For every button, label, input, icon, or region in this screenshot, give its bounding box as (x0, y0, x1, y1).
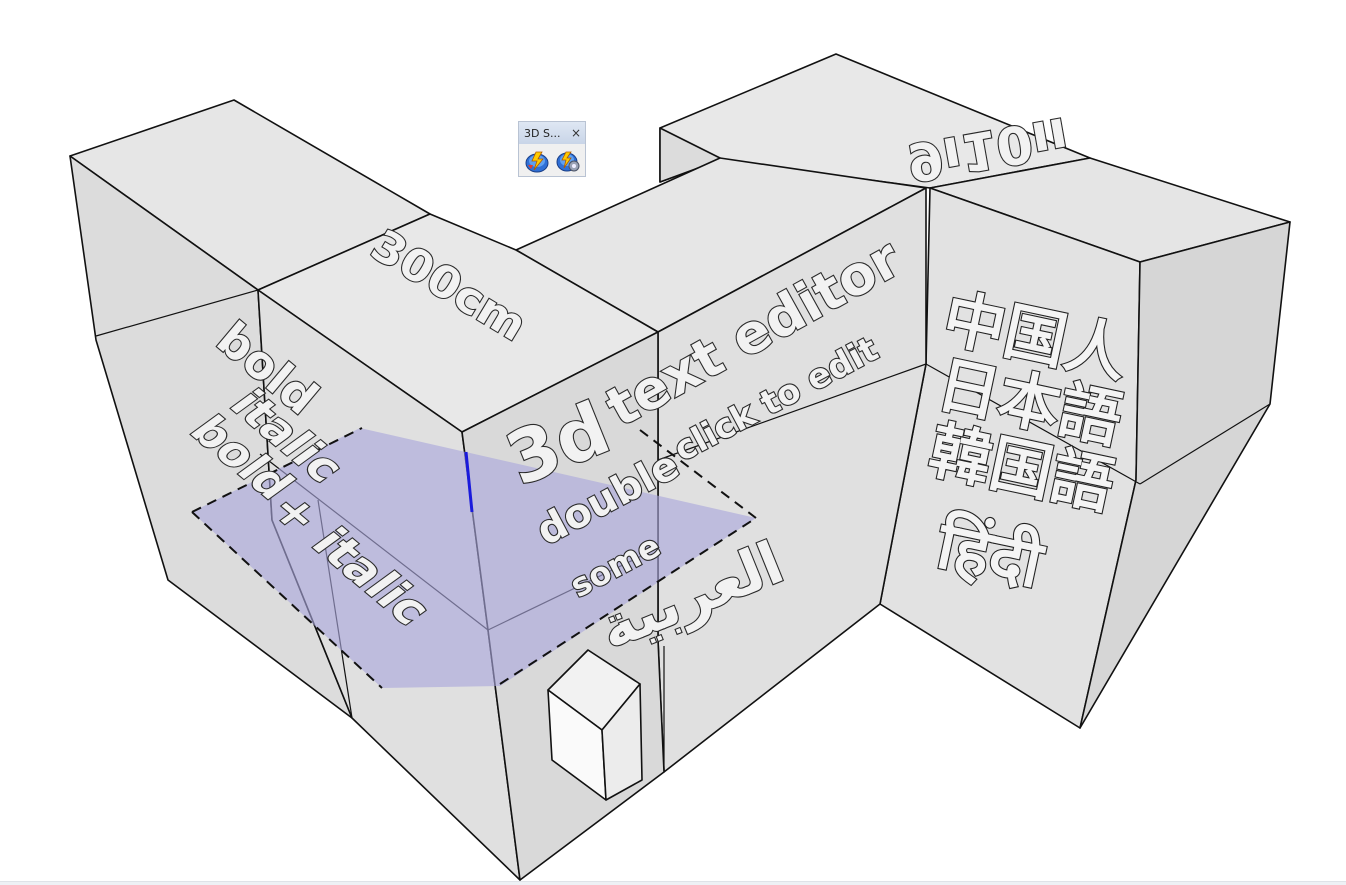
edge (925, 363, 1141, 485)
close-icon[interactable]: × (570, 126, 581, 140)
edge (657, 363, 927, 461)
3d-text-settings-icon (556, 151, 579, 172)
section-plane-dashed-edge (191, 511, 383, 689)
section-plane-dashed-edge (639, 429, 757, 519)
toolbar-title: 3D S... (524, 126, 561, 140)
create-3d-text-button[interactable] (523, 148, 550, 174)
edge (95, 289, 259, 337)
create-3d-text-icon (525, 151, 548, 173)
toolbar-titlebar[interactable]: 3D S... × (519, 122, 585, 144)
edge (1139, 403, 1271, 485)
block-right-side-face (1079, 221, 1291, 729)
section-plane[interactable] (192, 428, 756, 688)
blue-axis-line (464, 451, 474, 513)
status-bar-edge (0, 881, 1346, 885)
3d-text-settings-button[interactable] (554, 148, 581, 174)
small-box-right (601, 683, 643, 801)
section-plane-dashed-edge (191, 427, 363, 513)
3d-text-toolbar[interactable]: 3D S... × (518, 121, 586, 177)
